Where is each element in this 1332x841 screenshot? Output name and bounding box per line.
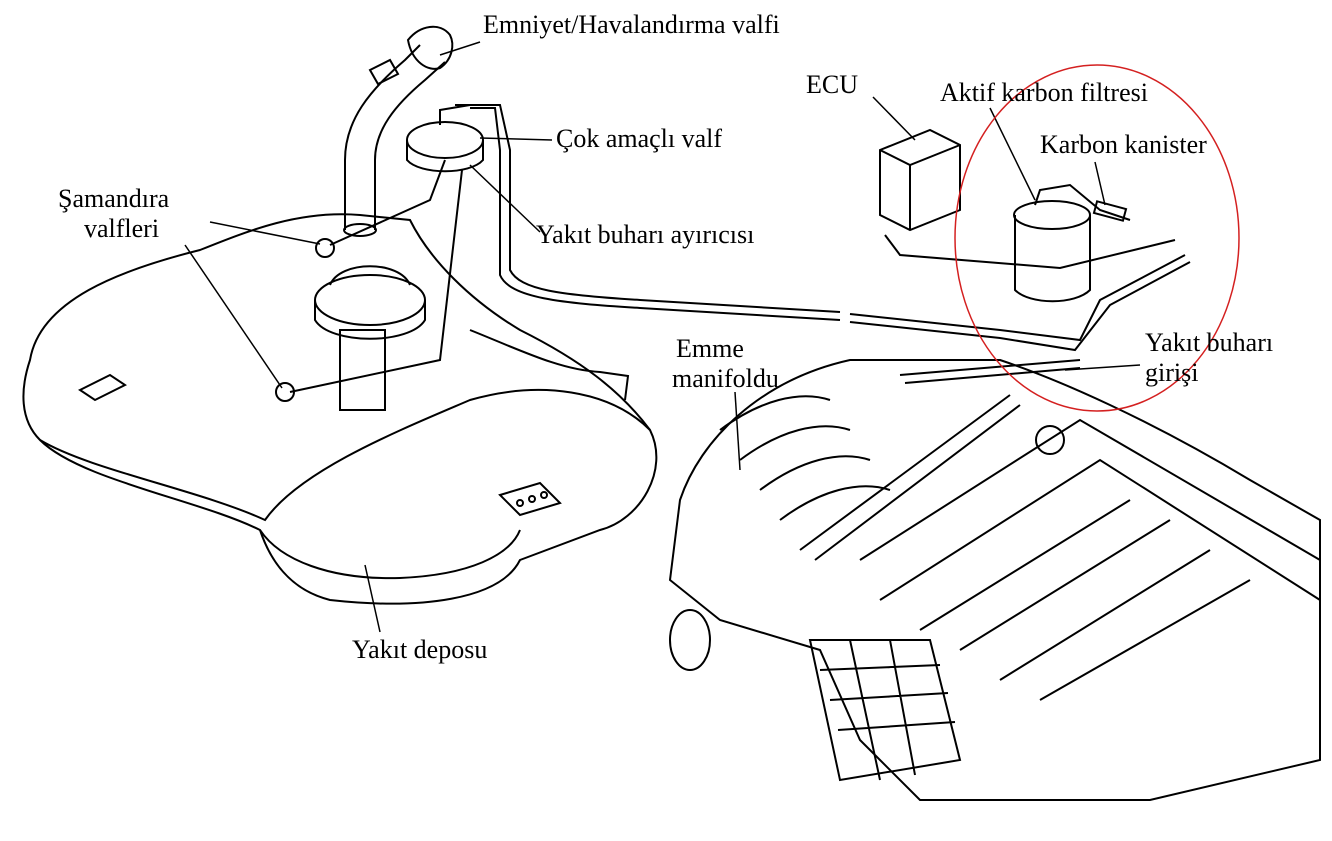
label-intake-manifold-1: Emme [676,334,744,363]
fuel-tank [22,213,658,605]
label-vapor-separator: Yakıt buharı ayırıcısı [536,220,755,249]
engine [668,359,1321,801]
label-intake-manifold-2: manifoldu [672,364,779,393]
label-float-valves-1: Şamandıra [58,184,170,213]
canister-highlight-ellipse [954,64,1240,412]
label-multi-purpose-valve: Çok amaçlı valf [556,124,723,153]
float-valve-upper [315,238,335,258]
label-vapor-inlet-2: girişi [1145,358,1199,387]
filler-neck [343,25,454,237]
label-ecu: ECU [806,70,858,99]
carbon-canister [1013,183,1131,303]
label-fuel-tank: Yakıt deposu [352,635,488,664]
multi-purpose-valve [406,104,484,173]
vapor-lines [289,104,1191,401]
ecu-box [879,128,961,232]
label-vapor-inlet-1: Yakıt buharı [1145,328,1274,357]
label-float-valves-2: valfleri [84,214,160,243]
label-active-carbon-filter: Aktif karbon filtresi [940,78,1148,107]
fuel-pump [314,265,426,411]
label-carbon-canister: Karbon kanister [1040,130,1207,159]
leader-lines [184,41,1141,633]
label-safety-vent-valve: Emniyet/Havalandırma valfi [483,10,780,39]
